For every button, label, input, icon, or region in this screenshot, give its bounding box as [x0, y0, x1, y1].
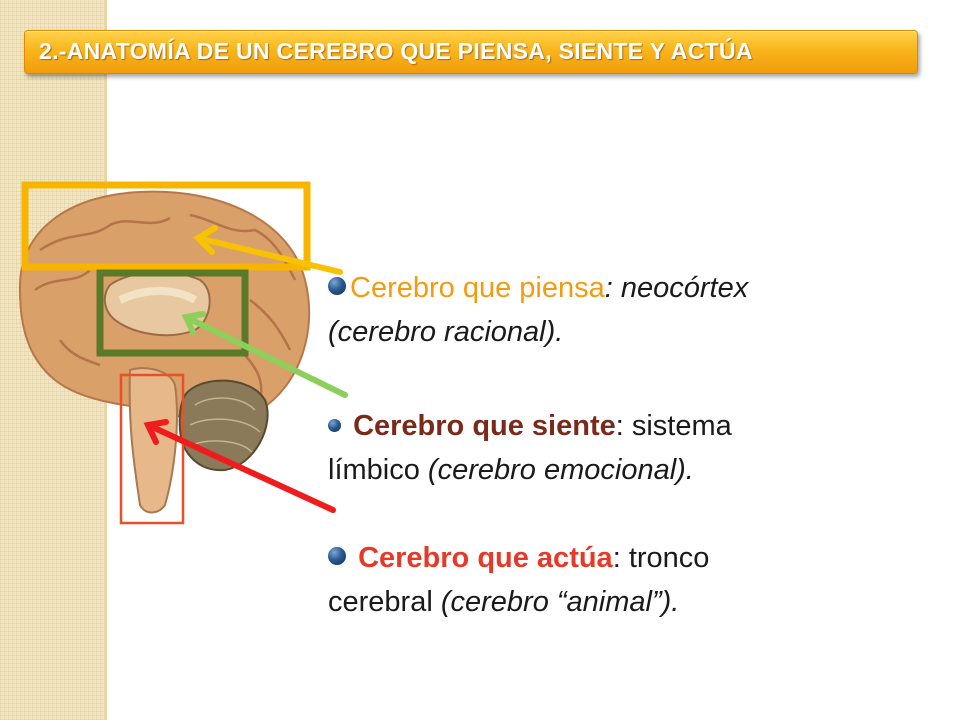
label-act: Cerebro que actúa [358, 542, 613, 574]
label-feel: Cerebro que siente [353, 410, 616, 442]
bullet-icon [328, 547, 346, 566]
sub-feel-a: límbico [328, 454, 420, 486]
sub-act-a: cerebral [328, 586, 433, 618]
desc-feel: : sistema [615, 410, 732, 442]
bullet-icon [328, 277, 346, 296]
item-feel: Cerebro que siente: sistema límbico (cer… [328, 404, 928, 492]
bullet-icon [328, 418, 341, 432]
sub-think: (cerebro racional). [328, 316, 564, 348]
item-think: Cerebro que piensa: neocórtex (cerebro r… [328, 266, 928, 354]
desc-act: : tronco [612, 542, 710, 574]
arrow-green [181, 311, 348, 398]
neocortex-box [21, 181, 311, 271]
sub-feel-b: (cerebro emocional). [419, 454, 694, 486]
label-think: Cerebro que piensa [350, 272, 605, 304]
item-act: Cerebro que actúa: tronco cerebral (cere… [328, 536, 928, 624]
arrow-yellow [193, 225, 343, 275]
slide-title: 2.-ANATOMÍA DE UN CEREBRO QUE PIENSA, SI… [39, 38, 753, 64]
brainstem-box [119, 373, 185, 525]
limbic-box [96, 269, 249, 357]
desc-think: : neocórtex [604, 272, 749, 304]
brain-diagram [18, 181, 348, 525]
sub-act-b: (cerebro “animal”). [432, 586, 680, 618]
title-banner: 2.-ANATOMÍA DE UN CEREBRO QUE PIENSA, SI… [24, 30, 918, 74]
cerebellum-pattern [189, 397, 261, 453]
arrow-red [143, 419, 336, 513]
